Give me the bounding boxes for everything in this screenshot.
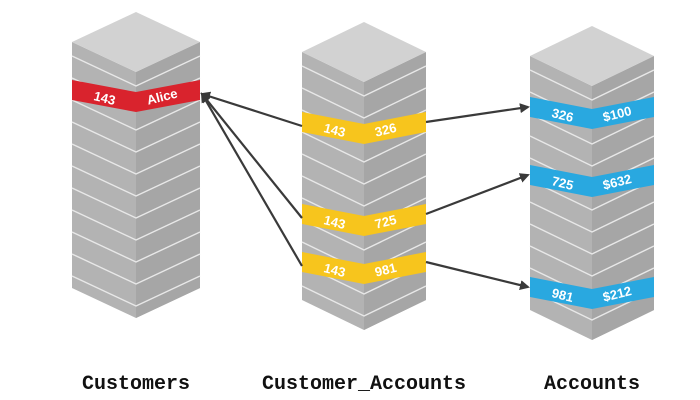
- relationship-arrow: [200, 92, 303, 219]
- link-143-725-customer-id: 143: [322, 212, 347, 232]
- accounts-caption: Accounts: [544, 373, 640, 396]
- customer-alice-id: 143: [92, 88, 117, 108]
- relationship-arrows: [200, 91, 530, 290]
- stack-layer-line: [529, 113, 655, 145]
- stack-layer-line: [529, 179, 655, 211]
- stack-top: [530, 26, 654, 86]
- link-143-981-band: [302, 252, 426, 284]
- link-143-725-band: [302, 204, 426, 236]
- stack-layer-line: [71, 121, 201, 153]
- link-143-725-row: 143 725: [302, 204, 426, 236]
- relationship-arrow: [425, 173, 530, 216]
- link-143-725-account-id: 725: [373, 212, 398, 232]
- stack-layer-line: [529, 223, 655, 255]
- stack-layer-line: [529, 201, 655, 233]
- customer-alice-row: 143 Alice: [72, 80, 200, 112]
- stack-layer-line: [71, 209, 201, 241]
- account-326-band: [530, 97, 654, 129]
- stack-layer-line: [529, 245, 655, 277]
- account-725-balance: $632: [601, 171, 633, 193]
- stack-layer-line: [71, 55, 201, 87]
- link-143-981-account-id: 981: [373, 260, 398, 280]
- stack-layer-line: [71, 253, 201, 285]
- stack-layer-line: [529, 135, 655, 167]
- customers-stack: 143 Alice Customers: [71, 12, 201, 396]
- accounts-stack: 326 $100 725 $632 981 $212 Accounts: [529, 26, 655, 396]
- relationship-arrow: [425, 260, 530, 290]
- stack-top: [72, 12, 200, 72]
- relationship-arrow: [200, 91, 303, 128]
- stack-layer-line: [301, 65, 427, 97]
- account-725-row: 725 $632: [530, 165, 654, 197]
- stack-layer-line: [71, 99, 201, 131]
- stack-layer-line: [71, 231, 201, 263]
- account-981-id: 981: [550, 285, 575, 305]
- stack-layer-line: [529, 69, 655, 101]
- stack-layer-line: [301, 175, 427, 207]
- account-725-band: [530, 165, 654, 197]
- link-143-326-account-id: 326: [373, 120, 398, 140]
- customer-accounts-caption: Customer_Accounts: [262, 373, 466, 396]
- account-981-band: [530, 277, 654, 309]
- stack-layer-line: [71, 275, 201, 307]
- customers-stack-body: [71, 12, 201, 318]
- relationship-arrow: [200, 92, 303, 267]
- stack-layer-line: [301, 87, 427, 119]
- stack-layer-line: [301, 153, 427, 185]
- stack-layer-line: [301, 131, 427, 163]
- stack-top: [302, 22, 426, 82]
- stack-layer-line: [301, 219, 427, 251]
- stack-layer-line: [71, 165, 201, 197]
- account-326-row: 326 $100: [530, 97, 654, 129]
- stack-side: [136, 42, 200, 318]
- link-143-981-customer-id: 143: [322, 260, 347, 280]
- stack-layer-line: [301, 285, 427, 317]
- link-143-981-row: 143 981: [302, 252, 426, 284]
- account-981-row: 981 $212: [530, 277, 654, 309]
- customer-alice-band: [72, 80, 200, 112]
- stack-layer-line: [71, 143, 201, 175]
- link-143-326-row: 143 326: [302, 112, 426, 144]
- account-326-id: 326: [550, 105, 575, 125]
- stack-layer-line: [71, 187, 201, 219]
- account-981-balance: $212: [601, 283, 633, 305]
- customer-accounts-stack: 143 326 143 725 143 981 Customer_Account…: [262, 22, 466, 396]
- relationship-arrow: [425, 103, 530, 124]
- customer-alice-name: Alice: [145, 86, 179, 108]
- link-143-326-customer-id: 143: [322, 120, 347, 140]
- account-725-id: 725: [550, 173, 575, 193]
- customers-caption: Customers: [82, 373, 190, 396]
- link-143-326-band: [302, 112, 426, 144]
- account-326-balance: $100: [601, 103, 633, 125]
- accounts-stack-body: [529, 26, 655, 340]
